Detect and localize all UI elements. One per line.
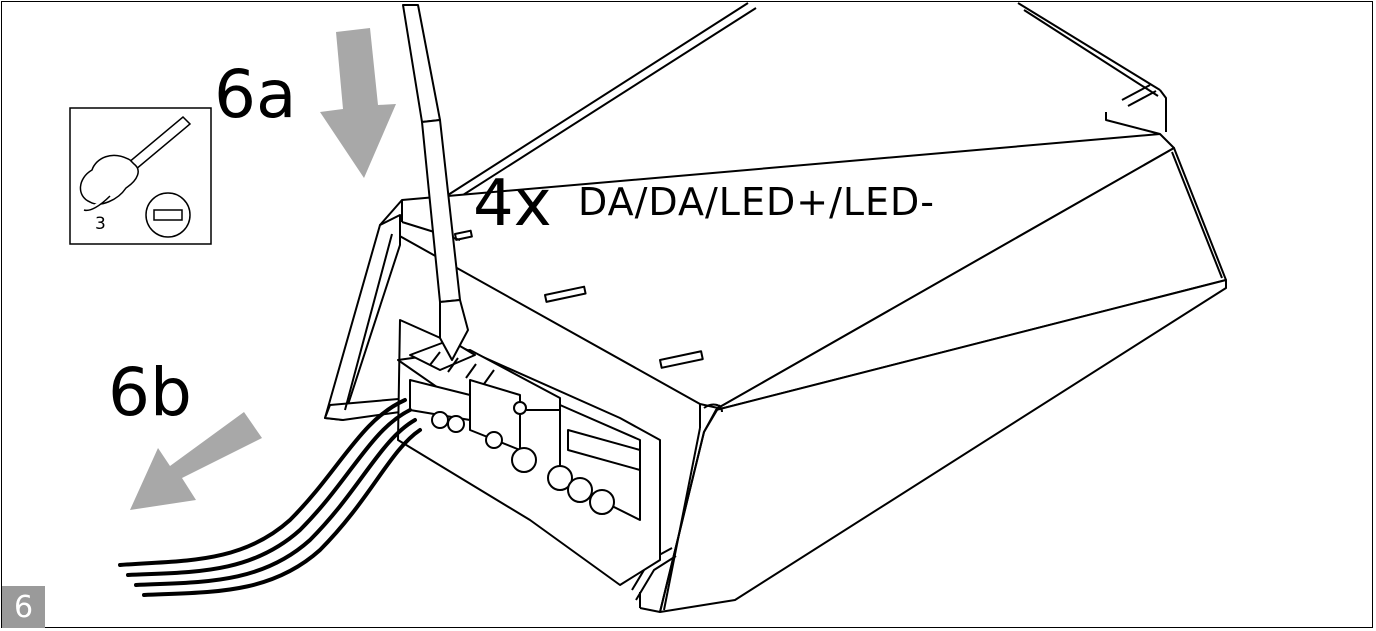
screwdriver-icon bbox=[79, 115, 192, 212]
tool-icon-box bbox=[69, 107, 212, 245]
housing-back bbox=[447, 2, 1167, 203]
step-6b-label: 6b bbox=[108, 354, 192, 431]
terminal-block bbox=[397, 319, 661, 586]
tool-size-label: 3 bbox=[95, 214, 106, 234]
screwdriver-shaft bbox=[402, 4, 469, 361]
housing-edges bbox=[344, 151, 1223, 613]
arrow-down-left-icon bbox=[130, 412, 262, 510]
slotted-screw-icon bbox=[145, 192, 191, 238]
wire-bundle bbox=[118, 398, 422, 597]
wire-labels: DA/DA/LED+/LED- bbox=[578, 180, 936, 224]
step-6a-label: 6a bbox=[214, 56, 297, 133]
figure-number-badge: 6 bbox=[2, 586, 45, 628]
arrow-down-icon bbox=[320, 28, 396, 178]
quantity-label: 4x bbox=[473, 167, 552, 241]
